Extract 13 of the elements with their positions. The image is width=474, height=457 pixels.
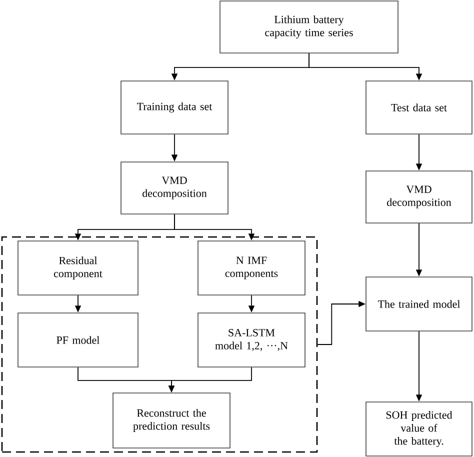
process-box: VMD decomposition — [366, 170, 472, 224]
process-box: SA-LSTM model 1,2, ···,N — [198, 312, 306, 368]
process-box: Residual component — [18, 240, 138, 296]
process-box: N IMF components — [198, 240, 306, 296]
dashed-group-box — [1, 236, 318, 453]
process-box: PF model — [18, 312, 138, 368]
process-box: SOH predicted value of the battery. — [366, 402, 472, 456]
process-box: Reconstruct the prediction results — [112, 392, 230, 448]
process-box: Lithium battery capacity time series — [220, 0, 398, 54]
process-box: The trained model — [366, 276, 472, 332]
process-box: Training data set — [120, 80, 228, 134]
process-box: VMD decomposition — [120, 162, 228, 214]
process-box: Test data set — [366, 80, 472, 134]
